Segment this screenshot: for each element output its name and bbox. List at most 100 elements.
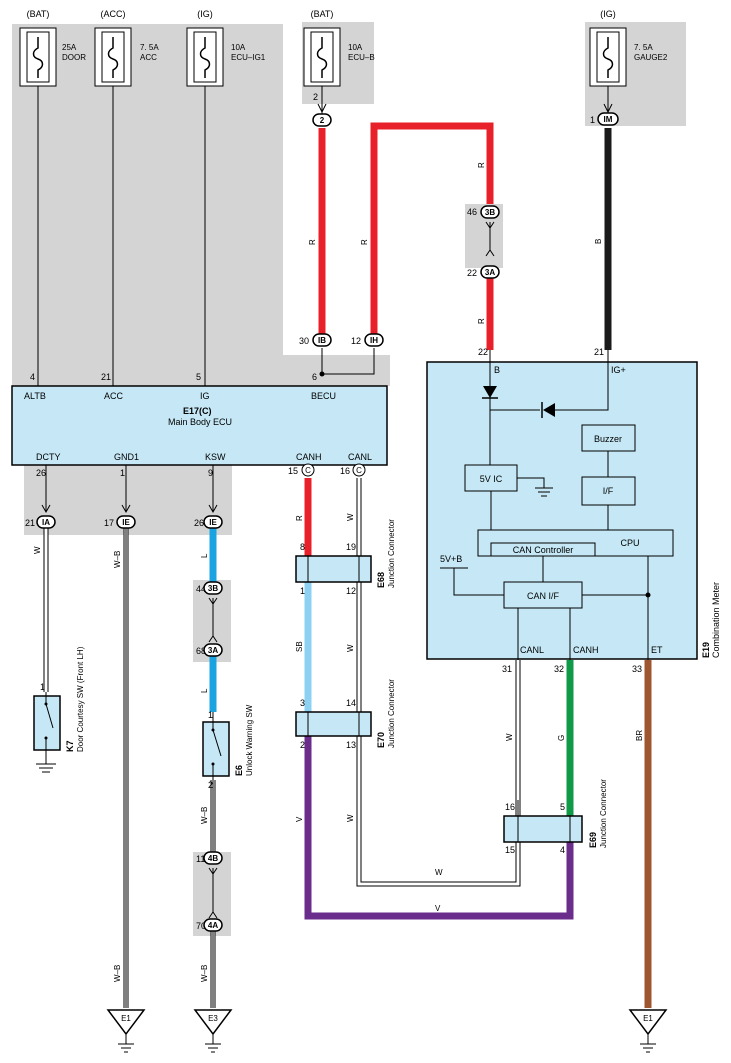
svg-text:(ACC): (ACC) bbox=[101, 9, 126, 19]
svg-text:C: C bbox=[305, 466, 311, 475]
fuse-gauge2: (IG) 7. 5A GAUGE2 bbox=[589, 9, 668, 87]
svg-text:14: 14 bbox=[346, 698, 356, 708]
svg-text:E69: E69 bbox=[588, 832, 598, 848]
svg-text:CANL: CANL bbox=[520, 645, 544, 655]
svg-text:26: 26 bbox=[36, 468, 46, 478]
svg-text:ET: ET bbox=[651, 645, 663, 655]
junction-e69: 16 5 15 4 E69 Junction Connector bbox=[503, 779, 608, 855]
svg-text:Door Courtesy SW (Front LH): Door Courtesy SW (Front LH) bbox=[76, 646, 85, 752]
svg-text:ACC: ACC bbox=[104, 391, 124, 401]
svg-text:10A: 10A bbox=[348, 43, 363, 52]
connector-pills: 2 2 1 IM 30 IB 12 IH 46 3B 22 3A 21 IA 1… bbox=[25, 92, 619, 932]
svg-text:11: 11 bbox=[196, 854, 205, 864]
svg-text:15: 15 bbox=[505, 845, 515, 855]
svg-text:30: 30 bbox=[299, 336, 309, 346]
ground-e1-right: E1 bbox=[628, 1009, 668, 1053]
wire-red-ih bbox=[370, 122, 494, 334]
svg-text:W: W bbox=[435, 868, 443, 877]
ground-e1-left: E1 bbox=[106, 1009, 146, 1053]
svg-text:44: 44 bbox=[196, 584, 206, 594]
svg-text:3B: 3B bbox=[485, 208, 495, 217]
svg-text:31: 31 bbox=[502, 664, 512, 674]
ground-e3: E3 bbox=[193, 1009, 233, 1053]
svg-text:IM: IM bbox=[604, 115, 613, 124]
svg-text:W: W bbox=[346, 644, 355, 652]
wire-color-labels: R R R R B W W–B L L W–B W–B W–B R W SB W… bbox=[33, 162, 644, 982]
svg-text:W–B: W–B bbox=[200, 807, 209, 824]
fuse-door: (BAT) 25A DOOR bbox=[19, 9, 86, 87]
svg-text:12: 12 bbox=[351, 336, 361, 346]
svg-text:5: 5 bbox=[560, 802, 565, 812]
svg-text:4A: 4A bbox=[208, 921, 218, 930]
svg-text:10A: 10A bbox=[231, 43, 246, 52]
svg-text:R: R bbox=[360, 239, 369, 245]
svg-text:E70: E70 bbox=[376, 732, 386, 748]
svg-text:W: W bbox=[346, 513, 355, 521]
svg-text:22: 22 bbox=[467, 268, 477, 278]
svg-text:CANL: CANL bbox=[348, 452, 372, 462]
svg-text:5V IC: 5V IC bbox=[480, 474, 503, 484]
fuse-acc: (ACC) 7. 5A ACC bbox=[94, 9, 159, 87]
svg-text:I/F: I/F bbox=[603, 486, 614, 496]
svg-text:B: B bbox=[494, 365, 500, 375]
wires bbox=[37, 86, 652, 1008]
svg-text:(BAT): (BAT) bbox=[27, 9, 50, 19]
svg-text:32: 32 bbox=[554, 664, 564, 674]
svg-text:Junction Connector: Junction Connector bbox=[387, 679, 396, 748]
junction-e70: 3 14 2 13 E70 Junction Connector bbox=[295, 679, 396, 750]
svg-text:IA: IA bbox=[42, 518, 50, 527]
svg-text:25A: 25A bbox=[62, 43, 77, 52]
svg-text:E19: E19 bbox=[701, 642, 711, 658]
svg-text:1: 1 bbox=[208, 710, 213, 720]
svg-text:DOOR: DOOR bbox=[62, 53, 86, 62]
svg-text:9: 9 bbox=[208, 468, 213, 478]
svg-text:IG+: IG+ bbox=[611, 365, 626, 375]
gray-regions bbox=[12, 22, 686, 936]
svg-text:R: R bbox=[308, 239, 317, 245]
svg-text:E1: E1 bbox=[643, 1014, 653, 1023]
svg-text:(BAT): (BAT) bbox=[311, 9, 334, 19]
svg-text:CPU: CPU bbox=[620, 538, 639, 548]
svg-text:(IG): (IG) bbox=[197, 9, 213, 19]
svg-text:W–B: W–B bbox=[113, 551, 122, 568]
svg-text:W–B: W–B bbox=[113, 965, 122, 982]
svg-text:CAN Controller: CAN Controller bbox=[513, 545, 574, 555]
svg-text:6: 6 bbox=[312, 372, 317, 382]
svg-text:8: 8 bbox=[300, 542, 305, 552]
svg-text:21: 21 bbox=[25, 518, 35, 528]
switch-k7: 1 K7 Door Courtesy SW (Front LH) bbox=[33, 646, 85, 773]
svg-text:IH: IH bbox=[370, 336, 378, 345]
svg-text:W: W bbox=[505, 733, 514, 741]
svg-text:R: R bbox=[295, 515, 304, 521]
svg-text:Unlock Warning SW: Unlock Warning SW bbox=[245, 704, 254, 776]
svg-text:Buzzer: Buzzer bbox=[594, 434, 622, 444]
svg-text:R: R bbox=[477, 162, 486, 168]
svg-text:E6: E6 bbox=[234, 765, 244, 776]
svg-text:W–B: W–B bbox=[200, 965, 209, 982]
svg-text:V: V bbox=[295, 816, 304, 822]
svg-text:IB: IB bbox=[318, 336, 326, 345]
svg-text:GAUGE2: GAUGE2 bbox=[634, 53, 668, 62]
svg-text:Junction Connector: Junction Connector bbox=[599, 779, 608, 848]
svg-text:3: 3 bbox=[300, 698, 305, 708]
svg-text:C: C bbox=[356, 466, 362, 475]
svg-text:E68: E68 bbox=[376, 572, 386, 588]
svg-text:19: 19 bbox=[346, 542, 356, 552]
svg-text:E3: E3 bbox=[208, 1014, 218, 1023]
svg-text:IG: IG bbox=[200, 391, 210, 401]
svg-text:4: 4 bbox=[560, 845, 565, 855]
svg-text:21: 21 bbox=[101, 372, 111, 382]
svg-text:GND1: GND1 bbox=[114, 452, 139, 462]
svg-text:Junction Connector: Junction Connector bbox=[387, 519, 396, 588]
svg-text:R: R bbox=[477, 318, 486, 324]
svg-text:SB: SB bbox=[295, 641, 304, 652]
svg-text:5V+B: 5V+B bbox=[440, 554, 462, 564]
svg-text:CANH: CANH bbox=[296, 452, 322, 462]
svg-text:KSW: KSW bbox=[205, 452, 226, 462]
svg-text:70: 70 bbox=[196, 921, 206, 931]
svg-text:ECU–B: ECU–B bbox=[348, 53, 375, 62]
svg-text:3A: 3A bbox=[485, 268, 495, 277]
svg-text:E1: E1 bbox=[121, 1014, 131, 1023]
svg-text:12: 12 bbox=[346, 586, 356, 596]
svg-text:W: W bbox=[33, 546, 42, 554]
